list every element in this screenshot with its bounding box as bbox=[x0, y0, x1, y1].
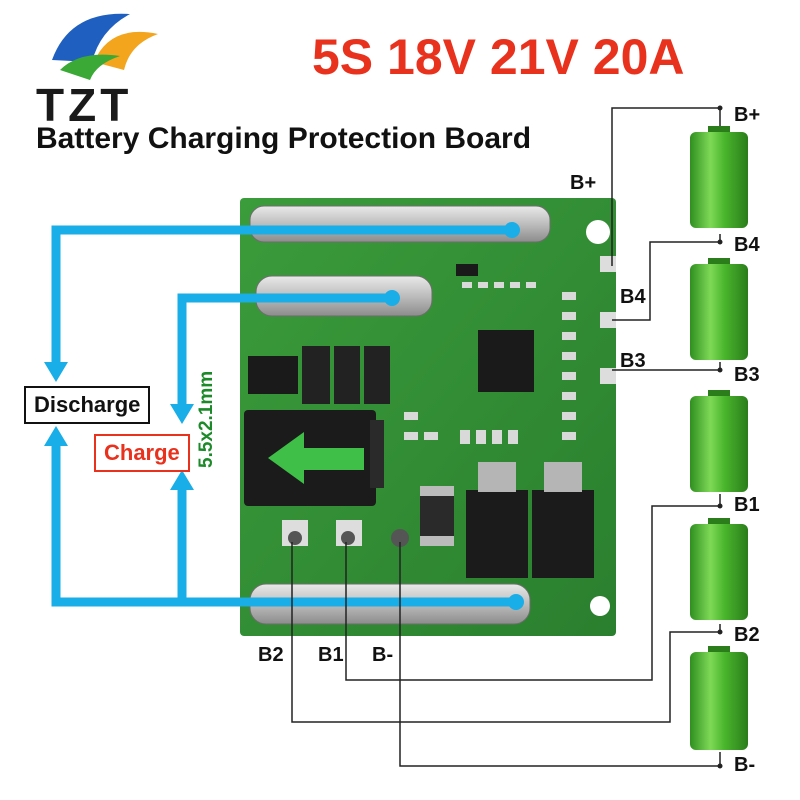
battery-cells bbox=[690, 126, 748, 750]
pad-label-b2: B2 bbox=[258, 644, 284, 666]
battery-cell-icon bbox=[690, 126, 748, 228]
charge-label: Charge bbox=[94, 434, 190, 472]
page-title: Battery Charging Protection Board bbox=[36, 122, 532, 155]
current-flow-arrows bbox=[51, 225, 516, 607]
cell-label-b-minus: B- bbox=[734, 754, 756, 776]
discharge-label: Discharge bbox=[24, 386, 151, 424]
pad-label-b1: B1 bbox=[318, 644, 344, 666]
dc-jack-size-label: 5.5x2.1mm bbox=[196, 370, 217, 468]
cell-label-b1: B1 bbox=[734, 494, 760, 516]
pad-label-b-minus: B- bbox=[372, 644, 394, 666]
brand-logo-text: TZT bbox=[36, 79, 133, 131]
pad-label-b-plus: B+ bbox=[570, 172, 597, 194]
pcb-board bbox=[240, 198, 616, 636]
cell-label-b4: B4 bbox=[734, 234, 760, 256]
headline-spec: 5S 18V 21V 20A bbox=[312, 29, 685, 85]
battery-cell-icon bbox=[690, 518, 748, 620]
tzt-logo-icon bbox=[52, 13, 158, 80]
charge-direction-arrow bbox=[268, 432, 364, 484]
battery-cell-icon bbox=[690, 646, 748, 750]
battery-cell-icon bbox=[690, 258, 748, 360]
cell-label-b2: B2 bbox=[734, 624, 760, 646]
pad-label-b3: B3 bbox=[620, 350, 646, 372]
cell-label-b-plus: B+ bbox=[734, 104, 761, 126]
battery-cell-icon bbox=[690, 390, 748, 492]
pad-label-b4: B4 bbox=[620, 286, 646, 308]
cell-label-b3: B3 bbox=[734, 364, 760, 386]
arrow-heads bbox=[44, 362, 194, 490]
